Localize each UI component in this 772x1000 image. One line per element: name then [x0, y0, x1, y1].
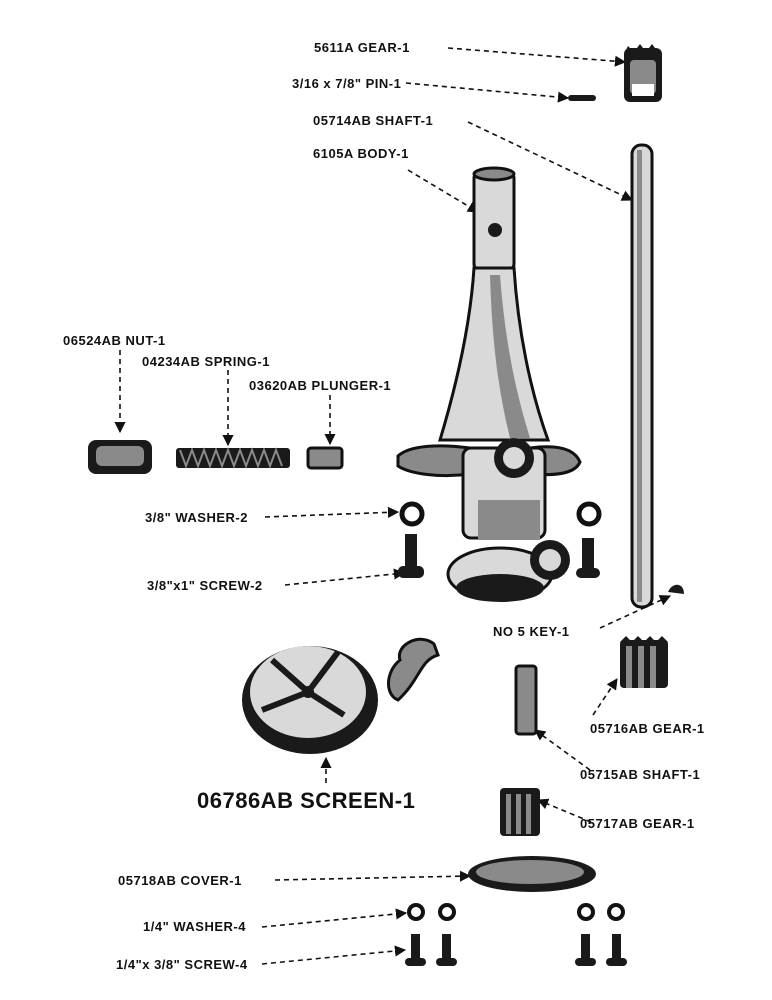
screen-06786ab-part	[242, 637, 440, 754]
label-gear-05717ab: 05717AB GEAR-1	[580, 816, 695, 831]
label-shaft-05715ab: 05715AB SHAFT-1	[580, 767, 701, 782]
gear-5611a-part	[624, 44, 662, 102]
pin-part	[568, 95, 596, 101]
label-screen-06786ab: 06786AB SCREEN-1	[197, 788, 416, 813]
label-nut-06524ab: 06524AB NUT-1	[63, 333, 166, 348]
label-gear-5611a: 5611A GEAR-1	[314, 40, 410, 55]
spring-04234ab-part	[176, 447, 290, 469]
body-6105a-part	[396, 166, 582, 602]
nut-06524ab-part	[88, 440, 152, 474]
label-key-no5: NO 5 KEY-1	[493, 624, 570, 639]
label-washer-14: 1/4" WASHER-4	[143, 919, 246, 934]
label-gear-05716ab: 05716AB GEAR-1	[590, 721, 705, 736]
leader-lines	[114, 47, 672, 965]
shaft-05714ab-part	[630, 143, 654, 609]
washer-38-parts	[399, 501, 602, 527]
label-washer-38: 3/8" WASHER-2	[145, 510, 248, 525]
gear-05716ab-part	[620, 636, 668, 688]
label-pin: 3/16 x 7/8" PIN-1	[292, 76, 402, 91]
label-plunger-03620ab: 03620AB PLUNGER-1	[249, 378, 392, 393]
screw-38x1-parts	[398, 534, 600, 578]
label-shaft-05714ab: 05714AB SHAFT-1	[313, 113, 434, 128]
shaft-05715ab-part	[514, 664, 538, 736]
label-body-6105a: 6105A BODY-1	[313, 146, 409, 161]
screw-14x38-parts	[405, 934, 627, 966]
label-screw-14x38: 1/4"x 3/8" SCREW-4	[116, 957, 248, 972]
plunger-03620ab-part	[306, 446, 344, 470]
label-screw-38x1: 3/8"x1" SCREW-2	[147, 578, 263, 593]
label-cover-05718ab: 05718AB COVER-1	[118, 873, 242, 888]
label-spring-04234ab: 04234AB SPRING-1	[142, 354, 270, 369]
gear-05717ab-part	[500, 788, 540, 836]
washer-14-parts	[407, 903, 625, 921]
key-no5-part	[668, 584, 684, 594]
cover-05718ab-part	[468, 856, 596, 892]
